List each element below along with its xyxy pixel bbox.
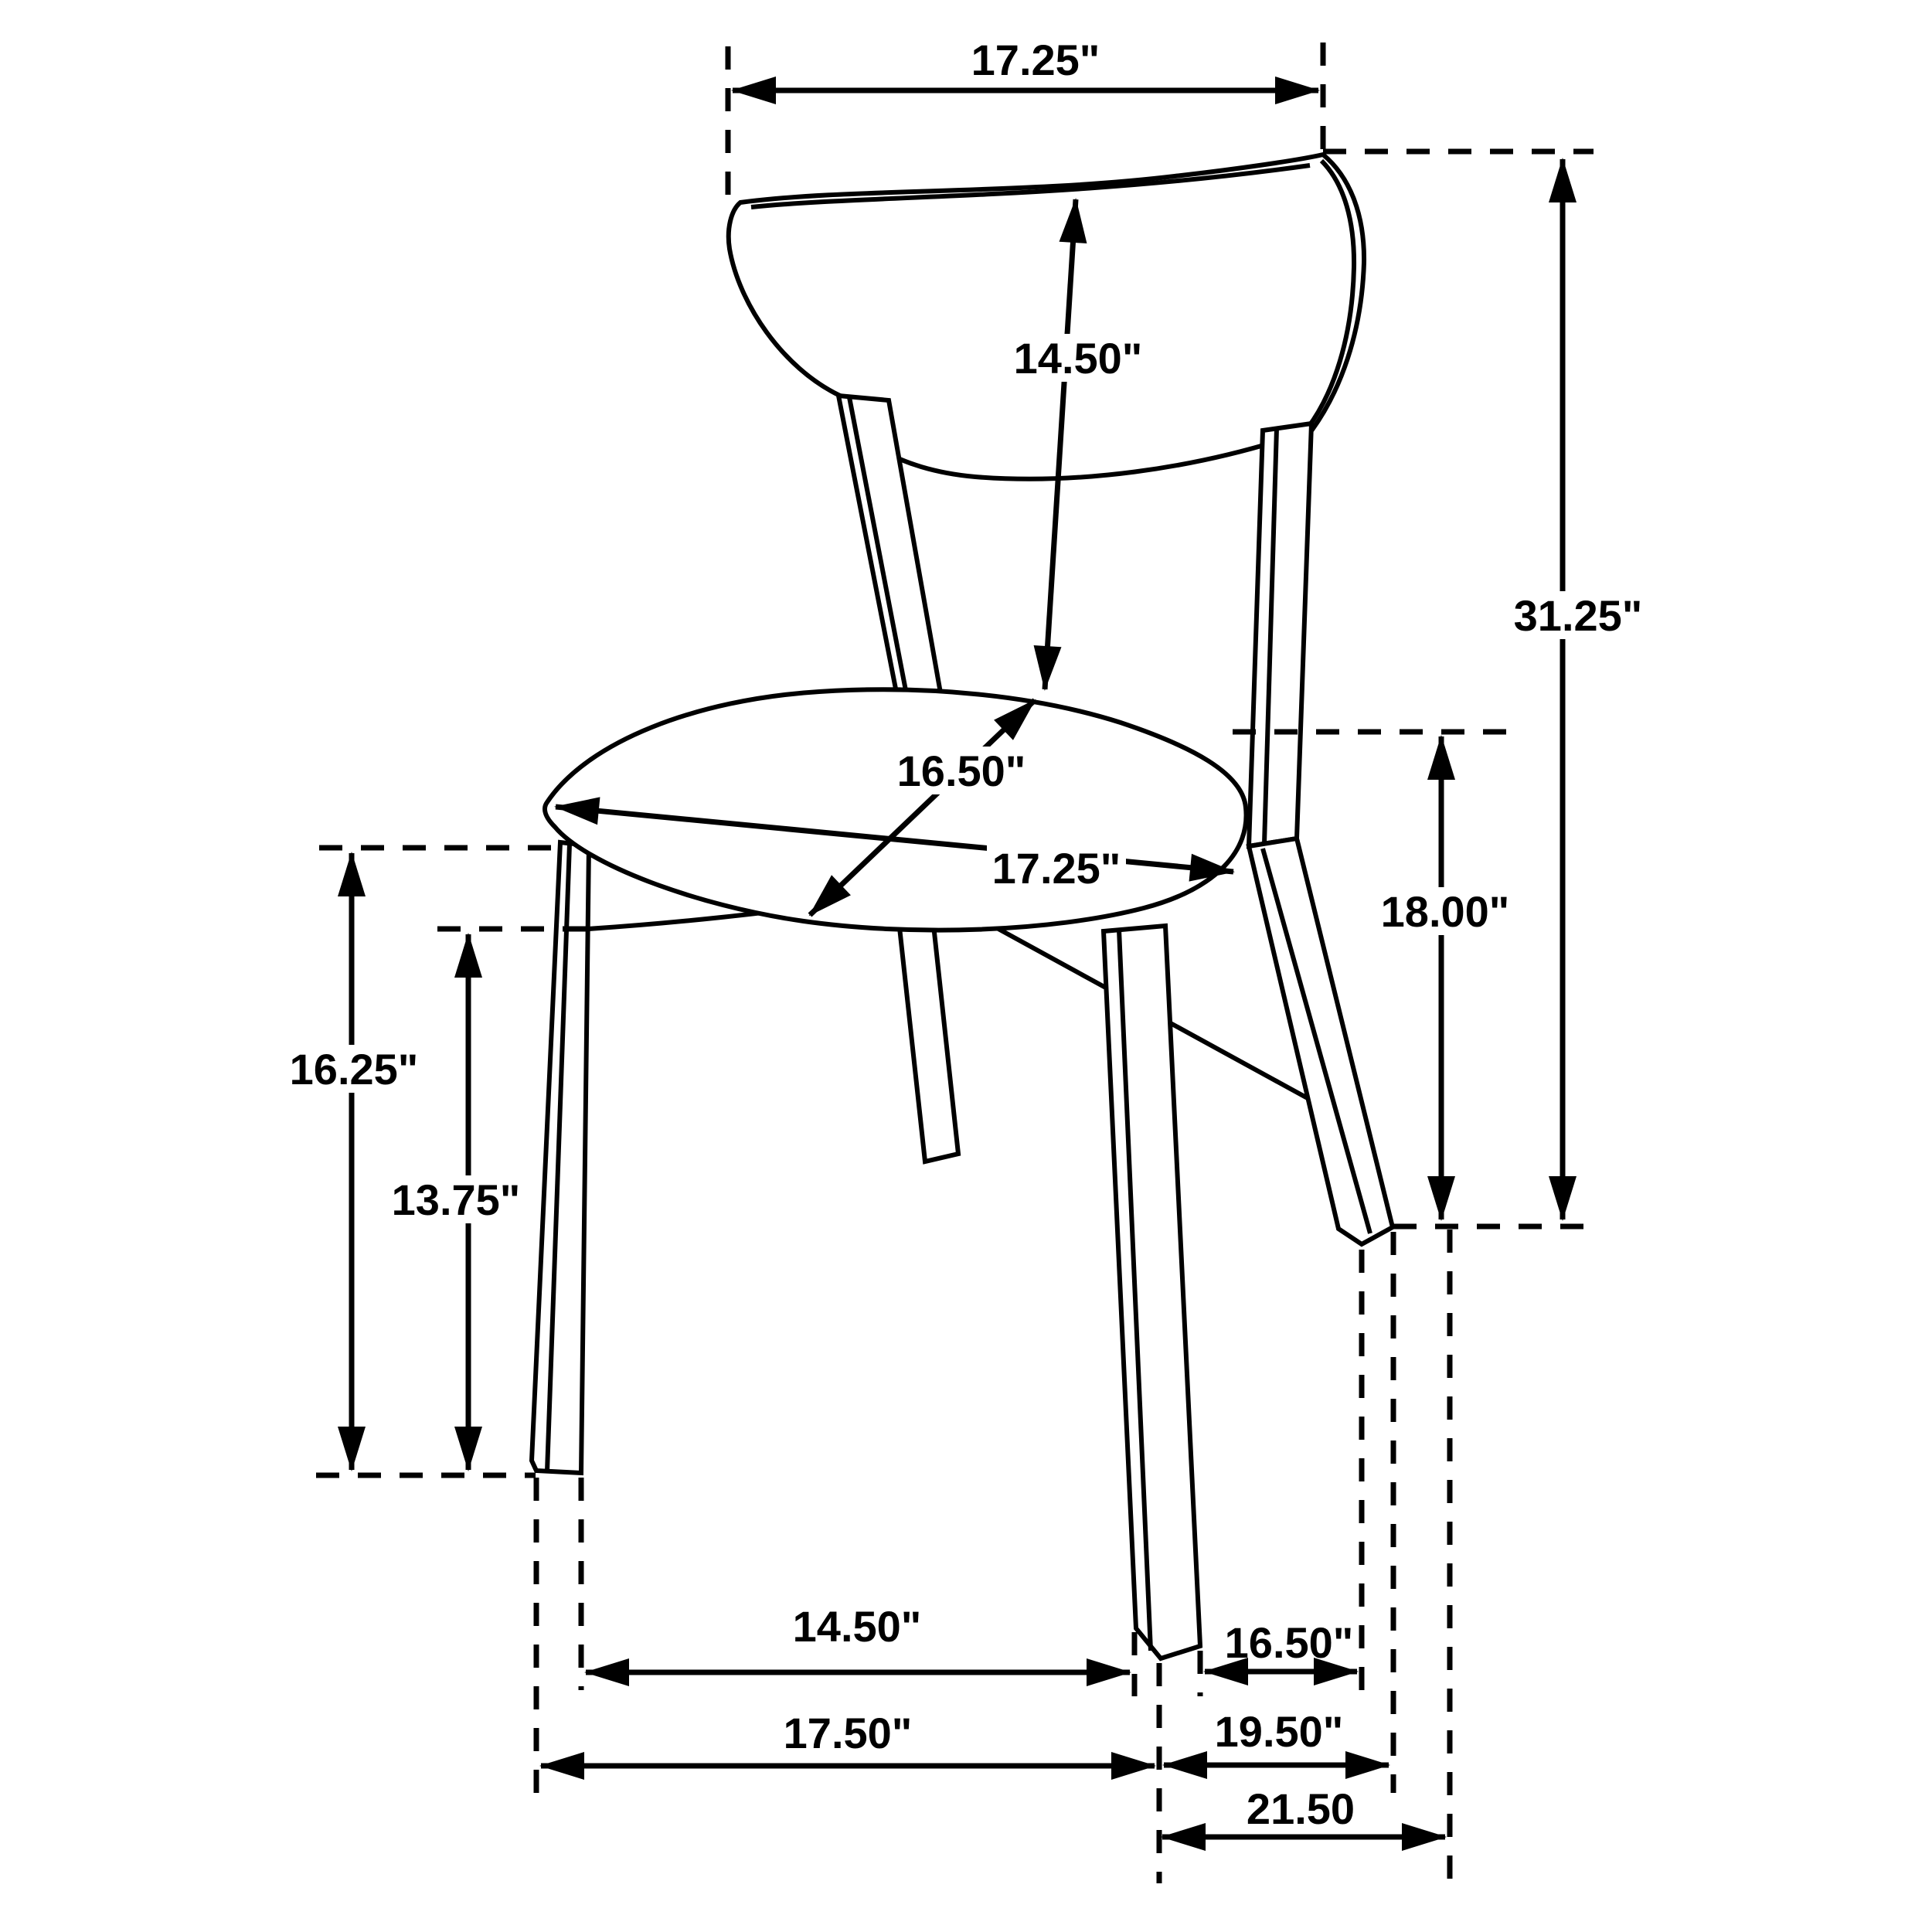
label-seat-depth: 16.50" [897, 747, 1026, 795]
backplate-backrest-height [1009, 334, 1148, 382]
reference-lines [316, 43, 1594, 1891]
front-left-leg-edge [545, 843, 572, 1472]
label-seat-width: 17.25" [992, 844, 1121, 893]
backplate-lower-leg [385, 1175, 527, 1223]
label-backplates [283, 334, 1649, 1223]
seat-outline [543, 687, 1249, 933]
front-right-leg [1100, 923, 1203, 1662]
rear-left-leg-lower [895, 910, 961, 1165]
rear-right-leg-lower [1246, 835, 1396, 1247]
backrest-top-seam [750, 163, 1311, 209]
backplate-leg-height [283, 1045, 425, 1093]
backplate-seat-depth [890, 747, 1032, 794]
backplate-seat-height [1369, 887, 1521, 935]
label-backrest-width: 17.25" [971, 36, 1100, 84]
label-side-feet-depth: 19.50" [1215, 1707, 1344, 1756]
backplate-overall-height [1507, 591, 1649, 639]
label-lower-leg: 13.75" [392, 1175, 521, 1224]
label-front-leg-spacing: 14.50" [793, 1602, 922, 1651]
label-overall-height: 31.25" [1514, 591, 1643, 640]
label-backrest-height: 14.50" [1014, 334, 1143, 383]
rear-right-leg-upper-edge [1262, 427, 1279, 845]
label-total-depth: 21.50 [1247, 1784, 1355, 1833]
rear-right-leg-lower-edge [1260, 848, 1372, 1234]
dim-backrest-height-arrow [1033, 198, 1087, 691]
backplate-seat-width [987, 844, 1126, 892]
dimension-labels: 17.25" 14.50" 31.25" 16.50" 17.25" 18.00… [290, 36, 1643, 1833]
label-leg-height: 16.25" [290, 1045, 419, 1094]
label-side-leg-spacing: 16.50" [1225, 1618, 1354, 1667]
backrest-side-seam [1305, 158, 1357, 430]
rear-right-leg-upper [1246, 420, 1315, 849]
label-seat-height: 18.00" [1381, 887, 1510, 936]
front-right-leg-edge [1117, 929, 1153, 1651]
label-front-feet-width: 17.50" [784, 1709, 913, 1757]
chair-drawing [529, 151, 1396, 1662]
